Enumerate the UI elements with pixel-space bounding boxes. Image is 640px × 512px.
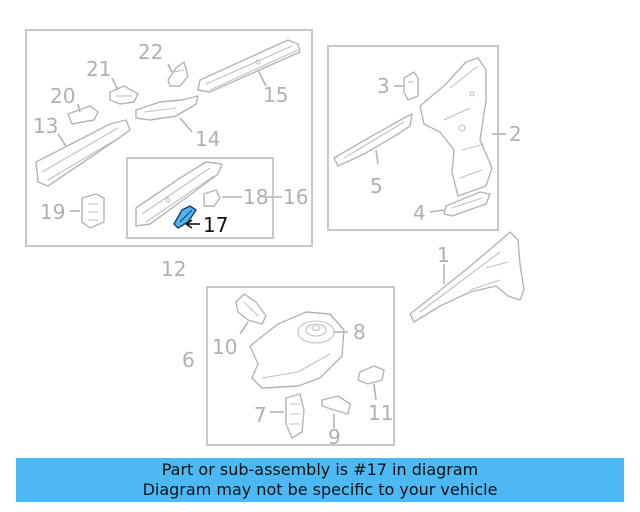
part-2[interactable] bbox=[419, 57, 493, 197]
assembly-box-2 bbox=[327, 45, 499, 231]
part-1[interactable] bbox=[409, 231, 525, 323]
callout-21: 21 bbox=[86, 57, 111, 81]
callout-14: 14 bbox=[195, 127, 220, 151]
banner-line-1: Part or sub-assembly is #17 in diagram bbox=[161, 460, 479, 479]
assembly-box-6 bbox=[206, 286, 395, 446]
callout-5: 5 bbox=[370, 174, 383, 198]
part-4[interactable] bbox=[443, 191, 491, 217]
callout-3: 3 bbox=[377, 74, 390, 98]
callout-1: 1 bbox=[437, 243, 450, 267]
part-8[interactable] bbox=[249, 311, 345, 389]
part-15[interactable] bbox=[197, 39, 301, 93]
part-10[interactable] bbox=[235, 293, 267, 325]
callout-4: 4 bbox=[413, 201, 426, 225]
callout-9: 9 bbox=[328, 425, 341, 449]
part-9[interactable] bbox=[321, 395, 351, 415]
info-banner: Part or sub-assembly is #17 in diagram D… bbox=[16, 458, 624, 502]
callout-2: 2 bbox=[509, 122, 522, 146]
part-18[interactable] bbox=[203, 189, 221, 207]
assembly-box-12 bbox=[25, 29, 313, 247]
part-7[interactable] bbox=[285, 393, 305, 439]
parts-diagram: 1 2 3 4 5 6 7 8 9 10 11 12 13 14 15 16 1… bbox=[25, 29, 525, 449]
callout-10: 10 bbox=[212, 335, 237, 359]
callout-18: 18 bbox=[243, 185, 268, 209]
callout-11: 11 bbox=[368, 401, 393, 425]
callout-22: 22 bbox=[138, 40, 163, 64]
callout-8: 8 bbox=[353, 320, 366, 344]
part-22[interactable] bbox=[167, 61, 189, 87]
callout-16: 16 bbox=[283, 185, 308, 209]
part-16[interactable] bbox=[135, 161, 223, 227]
callout-12: 12 bbox=[161, 257, 186, 281]
callout-7: 7 bbox=[254, 403, 267, 427]
callout-19: 19 bbox=[40, 200, 65, 224]
part-21[interactable] bbox=[109, 85, 139, 105]
callout-13: 13 bbox=[33, 114, 58, 138]
callout-15: 15 bbox=[263, 83, 288, 107]
part-17-highlighted[interactable] bbox=[173, 205, 197, 229]
callout-20: 20 bbox=[50, 84, 75, 108]
part-13[interactable] bbox=[35, 119, 131, 187]
callout-17: 17 bbox=[203, 213, 228, 237]
part-14[interactable] bbox=[135, 95, 199, 121]
part-5[interactable] bbox=[333, 113, 413, 167]
sub-assembly-box-16 bbox=[126, 157, 274, 239]
banner-line-2: Diagram may not be specific to your vehi… bbox=[142, 480, 498, 499]
part-20[interactable] bbox=[67, 105, 99, 125]
part-19[interactable] bbox=[81, 193, 105, 229]
part-11[interactable] bbox=[357, 365, 385, 385]
part-3[interactable] bbox=[403, 71, 419, 101]
callout-6: 6 bbox=[182, 348, 195, 372]
